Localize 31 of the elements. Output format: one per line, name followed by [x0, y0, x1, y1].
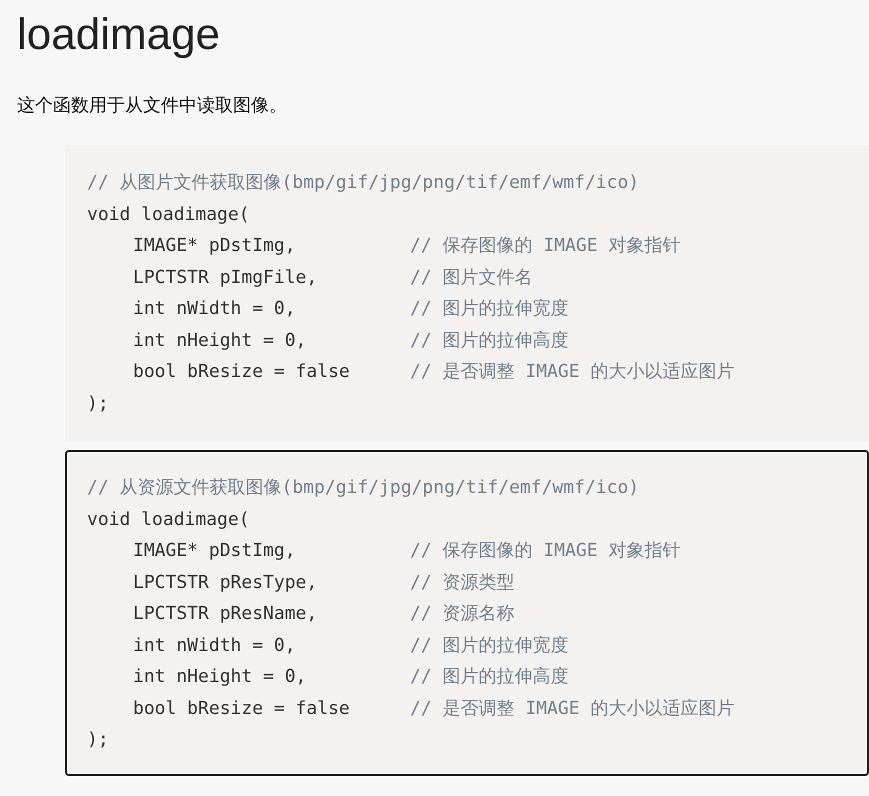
- code-comment: // 是否调整 IMAGE 的大小以适应图片: [410, 696, 734, 720]
- code-line: );: [87, 392, 109, 416]
- code-comment: // 图片文件名: [410, 266, 533, 290]
- parameter-declaration: bool bResize = false: [133, 696, 350, 720]
- code-line: void loadimage(: [87, 202, 250, 226]
- code-comment: // 图片的拉伸宽度: [410, 297, 569, 321]
- parameter-declaration: int nHeight = 0,: [133, 665, 306, 689]
- code-comment: // 从图片文件获取图像(bmp/gif/jpg/png/tif/emf/wmf/ico): [87, 171, 640, 195]
- parameter-declaration: LPCTSTR pImgFile,: [133, 266, 318, 290]
- code-comment: // 保存图像的 IMAGE 对象指针: [410, 539, 680, 563]
- parameter-declaration: bool bResize = false: [133, 360, 350, 384]
- code-comment: // 资源类型: [410, 570, 515, 594]
- parameter-declaration: LPCTSTR pResName,: [133, 602, 318, 626]
- code-comment: // 图片的拉伸高度: [410, 328, 569, 352]
- code-comment: // 是否调整 IMAGE 的大小以适应图片: [410, 360, 734, 384]
- parameter-declaration: IMAGE* pDstImg,: [133, 539, 296, 563]
- code-comment: // 从资源文件获取图像(bmp/gif/jpg/png/tif/emf/wmf/ico): [87, 476, 640, 500]
- parameter-declaration: int nWidth = 0,: [133, 297, 296, 321]
- parameter-declaration: int nHeight = 0,: [133, 328, 306, 352]
- code-block: [65, 450, 869, 776]
- code-comment: // 图片的拉伸高度: [410, 665, 569, 689]
- code-comment: // 保存图像的 IMAGE 对象指针: [410, 234, 680, 258]
- parameter-declaration: int nWidth = 0,: [133, 634, 296, 658]
- code-comment: // 图片的拉伸宽度: [410, 634, 569, 658]
- code-line: void loadimage(: [87, 508, 250, 532]
- page-title: loadimage: [17, 10, 220, 60]
- description-text: 这个函数用于从文件中读取图像。: [17, 94, 287, 117]
- code-comment: // 资源名称: [410, 602, 515, 626]
- parameter-declaration: LPCTSTR pResType,: [133, 570, 318, 594]
- code-line: );: [87, 728, 109, 752]
- parameter-declaration: IMAGE* pDstImg,: [133, 234, 296, 258]
